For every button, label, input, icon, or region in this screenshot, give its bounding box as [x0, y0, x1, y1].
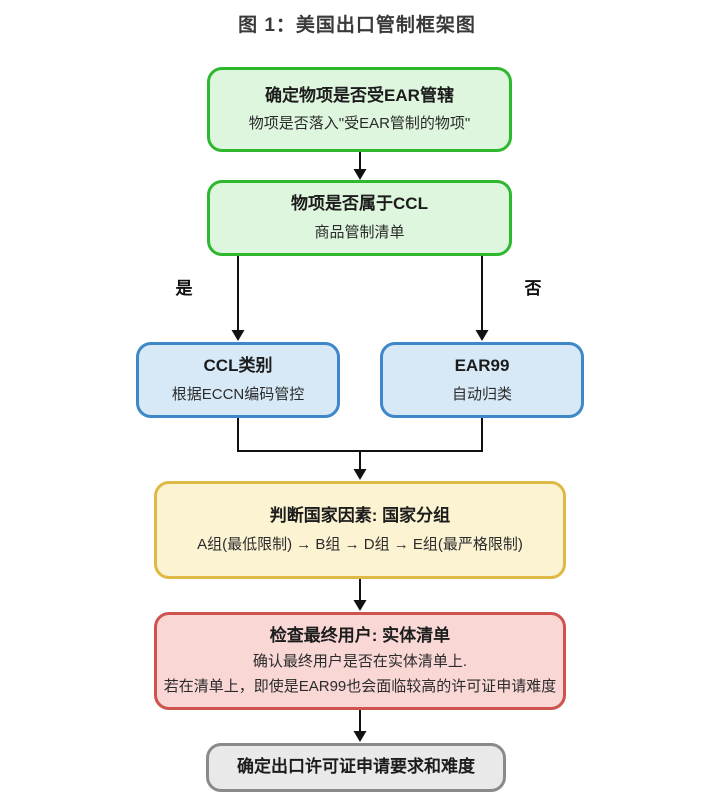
node-ccl-check-title: 物项是否属于CCL: [291, 194, 428, 214]
node-entity-list-line2: 若在清单上，即使是EAR99也会面临较高的许可证申请难度: [163, 678, 557, 696]
edge-label-no: 否: [524, 279, 542, 298]
node-ear99-subtitle: 自动归类: [451, 385, 512, 403]
edge-label-yes: 是: [175, 279, 193, 298]
node-entity-list-line1: 确认最终用户是否在实体清单上.: [252, 653, 468, 671]
node-license: 确定出口许可证申请要求和难度: [206, 743, 506, 792]
node-entity-list-title: 检查最终用户: 实体清单: [269, 625, 451, 645]
node-ccl-category: CCL类别 根据ECCN编码管控: [136, 342, 340, 418]
node-ccl-category-title: CCL类别: [203, 356, 273, 376]
node-country-groups: 判断国家因素: 国家分组 A组(最低限制) → B组 → D组 → E组(最严格…: [154, 481, 566, 579]
node-ear-scope-subtitle: 物项是否落入"受EAR管制的物项": [248, 115, 471, 133]
figure-title: 图 1：美国出口管制框架图: [238, 15, 476, 36]
node-ccl-check-subtitle: 商品管制清单: [314, 223, 405, 241]
node-ccl-category-subtitle: 根据ECCN编码管控: [171, 385, 305, 403]
arrow-country-to-entity: [353, 579, 367, 611]
node-country-groups-title: 判断国家因素: 国家分组: [269, 506, 451, 526]
node-ear99: EAR99 自动归类: [380, 342, 584, 418]
arrow-entity-to-license: [353, 710, 367, 742]
node-ccl-check: 物项是否属于CCL 商品管制清单: [207, 180, 512, 256]
node-entity-list: 检查最终用户: 实体清单 确认最终用户是否在实体清单上. 若在清单上，即使是EA…: [154, 612, 566, 710]
node-country-groups-subtitle: A组(最低限制) → B组 → D组 → E组(最严格限制): [197, 535, 523, 553]
node-ear99-title: EAR99: [454, 356, 510, 376]
arrow-no-branch: [475, 256, 489, 341]
node-ear-scope: 确定物项是否受EAR管辖 物项是否落入"受EAR管制的物项": [207, 67, 512, 152]
arrow-merge-to-country-groups: [237, 418, 483, 480]
arrow-yes-branch: [231, 256, 245, 341]
node-ear-scope-title: 确定物项是否受EAR管辖: [265, 85, 454, 105]
node-license-title: 确定出口许可证申请要求和难度: [237, 757, 475, 777]
arrow-ear-scope-to-ccl-check: [353, 152, 367, 180]
